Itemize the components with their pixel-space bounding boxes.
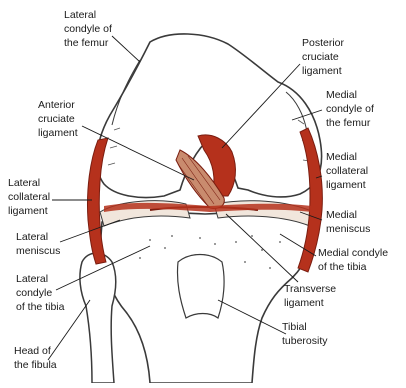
label-lateral-collateral-ligament: Lateral collateral ligament [8, 177, 53, 217]
label-lateral-condyle-tibia: Lateral condyle of the tibia [16, 273, 65, 313]
label-medial-condyle-femur: Medial condyle of the femur [326, 89, 377, 129]
label-medial-collateral-ligament: Medial collateral ligament [326, 151, 371, 191]
fibula-bone [80, 253, 116, 383]
label-anterior-cruciate-ligament: Anterior cruciate ligament [38, 99, 78, 139]
label-transverse-ligament: Transverse ligament [284, 283, 339, 309]
label-posterior-cruciate-ligament: Posterior cruciate ligament [302, 37, 347, 77]
label-tibial-tuberosity: Tibial tuberosity [282, 321, 328, 347]
femur-bone [97, 34, 322, 198]
label-medial-condyle-tibia: Medial condyle of the tibia [318, 247, 391, 273]
label-head-of-fibula: Head of the fibula [14, 345, 57, 371]
label-medial-meniscus: Medial meniscus [326, 209, 370, 235]
tibia-bone [100, 212, 313, 383]
label-lateral-condyle-femur: Lateral condyle of the femur [64, 9, 115, 49]
label-lateral-meniscus: Lateral meniscus [16, 231, 60, 257]
